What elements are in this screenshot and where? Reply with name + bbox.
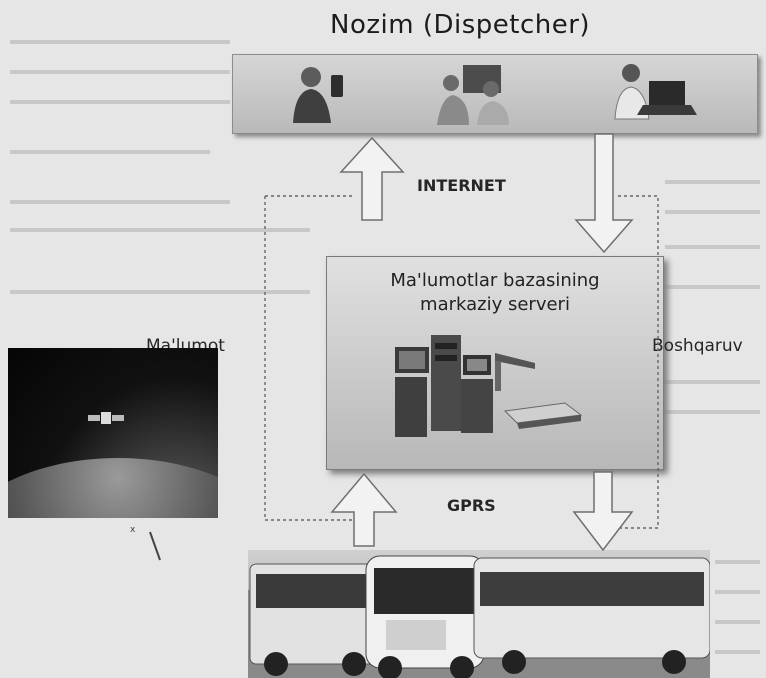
svg-text:x: x <box>130 525 136 535</box>
bus-icon <box>249 563 381 676</box>
server-illustrations <box>395 335 583 437</box>
internet-label: INTERNET <box>417 176 506 195</box>
server-computers-icon <box>395 335 493 437</box>
bus-icon <box>473 557 710 674</box>
diagram-title: Nozim (Dispetcher) <box>330 10 591 40</box>
control-dashed-line <box>618 195 659 529</box>
dispatcher-operator-icon <box>293 67 343 123</box>
server-title-line2: markaziy serveri <box>420 294 570 315</box>
up-arrow-gprs <box>330 472 398 547</box>
dispatcher-box <box>232 54 758 134</box>
dispatcher-illustrations <box>293 64 697 125</box>
buses-illustration <box>248 555 710 678</box>
satellite-photo <box>8 348 218 518</box>
satellite-icon <box>88 412 124 424</box>
printer-icon <box>495 353 583 429</box>
up-arrow-internet <box>339 136 405 221</box>
dispatcher-laptop-icon <box>614 64 697 120</box>
dispatcher-operator-icon <box>437 65 509 125</box>
buses-photo <box>248 550 710 678</box>
bus-icon <box>365 555 485 678</box>
server-title: Ma'lumotlar bazasining markaziy serveri <box>327 269 663 317</box>
data-dashed-line <box>264 196 352 521</box>
satellite-beam: x <box>130 525 161 561</box>
control-flow-label: Boshqaruv <box>652 336 743 356</box>
earth-shape <box>8 458 218 518</box>
down-arrow-internet <box>574 133 634 254</box>
central-server-box: Ma'lumotlar bazasining markaziy serveri <box>326 256 664 470</box>
server-title-line1: Ma'lumotlar bazasining <box>390 270 600 291</box>
gprs-label: GPRS <box>447 496 496 515</box>
down-arrow-gprs <box>572 471 634 552</box>
